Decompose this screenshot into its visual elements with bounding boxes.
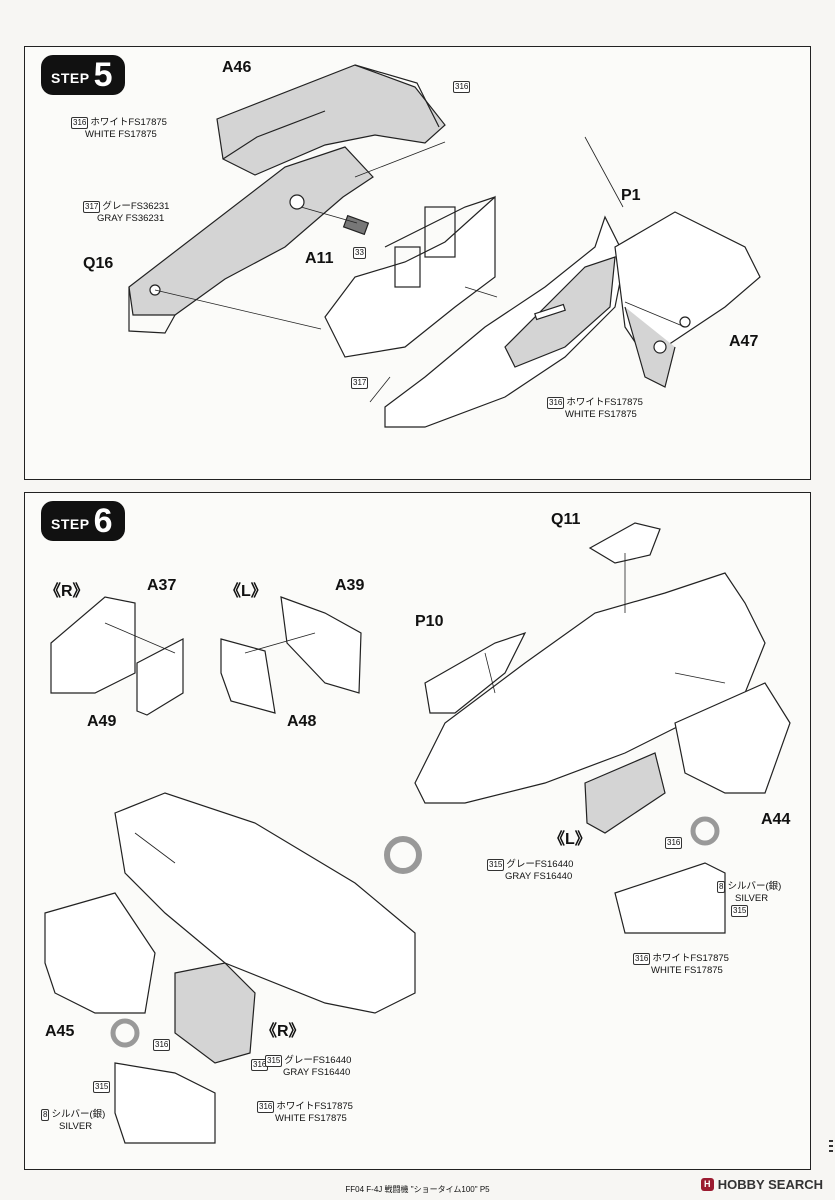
a45-part — [44, 892, 156, 1014]
label-a44: A44 — [761, 811, 791, 828]
tag-316: 316 — [153, 1039, 171, 1051]
a47-intake — [614, 211, 761, 358]
step6-badge: STEP 6 — [41, 501, 125, 541]
paint-code: 317 — [83, 201, 101, 213]
rotate-arrow-icon — [384, 836, 422, 874]
tag-316: 316 — [665, 837, 683, 849]
paint-name-ja: ホワイトFS17875 — [652, 953, 729, 964]
tag-315: 315 — [93, 1081, 111, 1093]
paint-code: 316 — [547, 397, 565, 409]
edge-marks — [829, 1140, 835, 1162]
paint-name-ja: ホワイトFS17875 — [276, 1101, 353, 1112]
step6-illustration — [44, 522, 791, 1144]
rotate-arrow-icon — [110, 1018, 140, 1048]
paint-code: 315 — [487, 859, 505, 871]
paint-code: 316 — [71, 117, 89, 129]
paint-name-en: GRAY FS36231 — [97, 213, 165, 224]
paint-code: 8 — [41, 1109, 50, 1121]
label-r-bottom: 《R》 — [261, 1023, 305, 1040]
paint-code: 8 — [717, 881, 726, 893]
tag-317: 317 — [351, 377, 369, 389]
a44-piece — [614, 862, 726, 934]
r-gray-panel — [174, 962, 256, 1064]
paint-name-en: WHITE FS17875 — [275, 1113, 347, 1124]
label-a39: A39 — [335, 577, 365, 594]
lower-fuselage — [114, 792, 416, 1014]
p10-canopy — [424, 631, 527, 714]
paint-name-en: WHITE FS17875 — [85, 129, 157, 140]
paint-code: 316 — [257, 1101, 275, 1113]
a48-part — [220, 638, 276, 714]
paint-name-ja: ホワイトFS17875 — [90, 117, 167, 128]
step5-illustration — [128, 64, 761, 428]
paint-name-ja: ホワイトFS17875 — [566, 397, 643, 408]
l-gray-panel — [584, 752, 666, 834]
label-l-right: 《L》 — [549, 831, 591, 848]
paint-name-ja: シルバー(銀) — [727, 881, 782, 892]
a39-part — [280, 596, 362, 694]
label-r: 《R》 — [45, 583, 89, 600]
q11-part — [588, 522, 661, 564]
paint-name-ja: グレーFS36231 — [102, 201, 170, 212]
step6-panel: STEP 6 — [24, 492, 811, 1170]
rotate-arrow-icon — [690, 816, 720, 846]
a44-part — [674, 682, 791, 794]
paint-name-en: WHITE FS17875 — [565, 409, 637, 420]
upper-fuselage — [414, 572, 766, 804]
hobby-search-watermark: H HOBBY SEARCH — [700, 1177, 823, 1192]
step5-panel: STEP 5 — [24, 46, 811, 480]
label-a37: A37 — [147, 577, 177, 594]
page-footer: FF04 F-4J 戦闘機 "ショータイム100" P5 — [345, 1185, 490, 1194]
step-word: STEP — [51, 70, 90, 86]
label-a47: A47 — [729, 333, 759, 350]
step5-badge: STEP 5 — [41, 55, 125, 95]
brand-name: HOBBY SEARCH — [717, 1177, 823, 1192]
tag-33: 33 — [353, 247, 366, 259]
paint-code: 316 — [633, 953, 651, 965]
label-a45: A45 — [45, 1023, 75, 1040]
a49-part — [136, 638, 184, 716]
label-q16: Q16 — [83, 255, 114, 272]
paint-name-ja: シルバー(銀) — [51, 1109, 106, 1120]
a11-part — [342, 214, 370, 236]
step-word: STEP — [51, 516, 90, 532]
paint-code: 315 — [265, 1055, 283, 1067]
label-l: 《L》 — [225, 583, 267, 600]
paint-name-en: GRAY FS16440 — [283, 1067, 351, 1078]
step-number: 5 — [93, 56, 113, 94]
label-p1: P1 — [621, 187, 641, 204]
tag-316: 316 — [453, 81, 471, 93]
label-a48: A48 — [287, 713, 317, 730]
label-p10: P10 — [415, 613, 444, 630]
left-fuselage-half — [128, 146, 374, 316]
a37-part — [50, 596, 136, 694]
step-number: 6 — [93, 502, 113, 540]
paint-name-en: WHITE FS17875 — [651, 965, 723, 976]
tag-315: 315 — [731, 905, 749, 917]
paint-name-ja: グレーFS16440 — [284, 1055, 352, 1066]
label-a46: A46 — [222, 59, 252, 76]
paint-name-en: GRAY FS16440 — [505, 871, 573, 882]
hobby-search-logo-icon: H — [700, 1178, 714, 1191]
label-a11: A11 — [305, 250, 334, 267]
paint-name-en: SILVER — [59, 1121, 93, 1132]
a45-piece — [114, 1062, 216, 1144]
cockpit-tub — [324, 195, 496, 358]
paint-name-en: SILVER — [735, 893, 769, 904]
label-q11: Q11 — [551, 511, 581, 528]
paint-name-ja: グレーFS16440 — [506, 859, 574, 870]
a46-part — [216, 64, 446, 176]
label-a49: A49 — [87, 713, 117, 730]
